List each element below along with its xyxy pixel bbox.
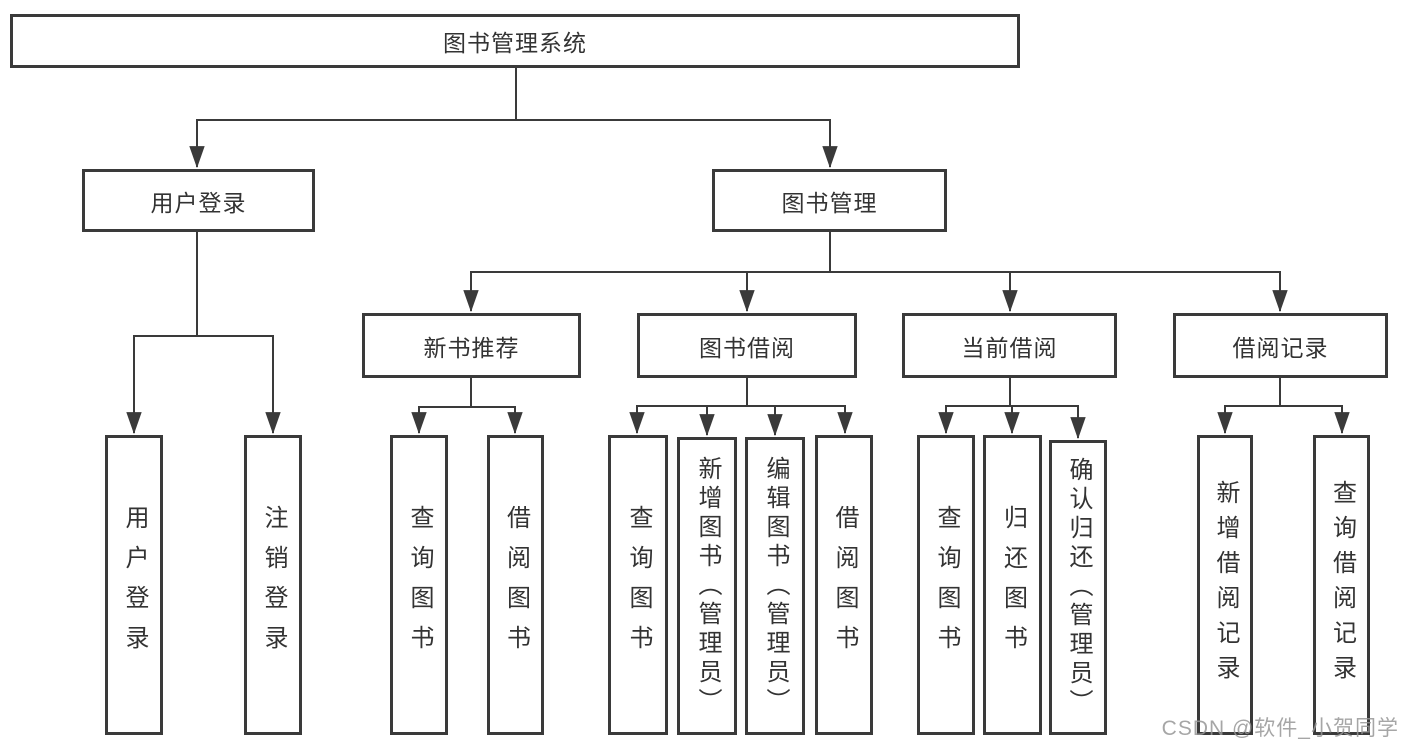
node-borrow-record: 借阅记录 bbox=[1173, 313, 1388, 378]
csdn-watermark: CSDN @软件_小贺同学 bbox=[1161, 717, 1399, 740]
node-book-borrow: 图书借阅 bbox=[637, 313, 857, 378]
node-current-borrow: 当前借阅 bbox=[902, 313, 1117, 378]
node-login: 用户登录 bbox=[105, 435, 163, 735]
node-logout: 注销登录 bbox=[244, 435, 302, 735]
node-newbook-borrow-book: 借阅图书 bbox=[487, 435, 544, 735]
node-return-book: 归还图书 bbox=[983, 435, 1042, 735]
node-current-query-book: 查询图书 bbox=[917, 435, 975, 735]
node-edit-book-admin: 编辑图书（管理员） bbox=[745, 437, 805, 735]
node-add-borrow-record: 新增借阅记录 bbox=[1197, 435, 1253, 735]
node-user-login: 用户登录 bbox=[82, 169, 315, 232]
node-confirm-return-admin: 确认归还（管理员） bbox=[1049, 440, 1107, 735]
node-borrow-borrow-book: 借阅图书 bbox=[815, 435, 873, 735]
node-query-borrow-record: 查询借阅记录 bbox=[1313, 435, 1370, 735]
node-book-management: 图书管理 bbox=[712, 169, 947, 232]
node-newbook-query-book: 查询图书 bbox=[390, 435, 448, 735]
node-new-book-recommend: 新书推荐 bbox=[362, 313, 581, 378]
node-root-system: 图书管理系统 bbox=[10, 14, 1020, 68]
node-borrow-query-book: 查询图书 bbox=[608, 435, 668, 735]
node-add-book-admin: 新增图书（管理员） bbox=[677, 437, 737, 735]
